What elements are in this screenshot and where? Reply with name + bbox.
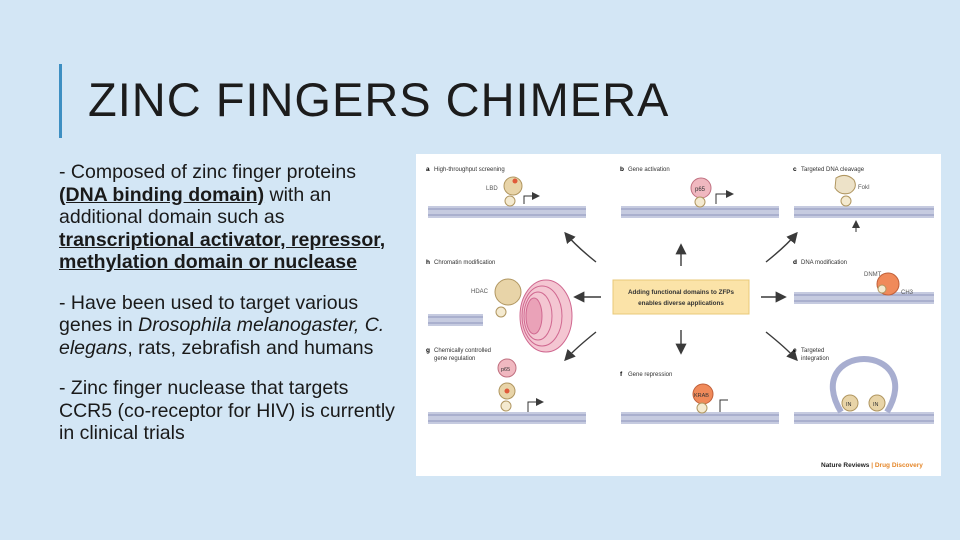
nucleosome: [519, 279, 573, 353]
figure-svg: a High-throughput screening LBD b Gene a…: [426, 166, 934, 469]
panel-h-letter: h: [426, 259, 430, 266]
panel-e-label-1: IN: [846, 402, 852, 408]
center-line-2: enables diverse applications: [638, 300, 724, 307]
panel-b-title: Gene activation: [628, 167, 670, 173]
panel-h-title: Chromatin modification: [434, 260, 495, 266]
bullet-text: , rats, zebrafish and humans: [127, 336, 374, 359]
figure-credit: Nature Reviews | Drug Discovery: [821, 462, 923, 469]
ligand-dot: [512, 178, 518, 184]
bullet-emphasis: (DNA binding domain): [59, 183, 265, 206]
hdac-domain: [494, 278, 522, 306]
panel-d-label: DNMT: [864, 272, 882, 278]
transcription-arrow-b: [715, 190, 734, 204]
transcription-arrow-a: [523, 192, 540, 204]
arrow-to-c: [765, 231, 798, 263]
dna-strand-a: [428, 206, 586, 218]
panel-d-title: DNA modification: [801, 260, 847, 266]
panel-b-letter: b: [620, 166, 624, 173]
panel-h-label: HDAC: [471, 289, 489, 295]
panel-g-title-1: Chemically controlled: [434, 348, 491, 354]
panel-f-letter: f: [620, 371, 623, 378]
bullet-list: - Composed of zinc finger proteins (DNA …: [59, 161, 404, 463]
species-name: C. elegans: [59, 314, 385, 359]
center-box: [612, 279, 750, 315]
panel-c-title: Targeted DNA cleavage: [801, 167, 865, 173]
panel-g-title-2: gene regulation: [434, 356, 475, 362]
species-name: Drosophila melanogaster,: [138, 314, 360, 336]
bullet-text: - Zinc finger nuclease that targets CCR5…: [59, 377, 395, 444]
zinc-finger-g: [500, 400, 512, 412]
panel-e-title-1: Targeted: [801, 348, 824, 354]
bullet-text: - Have been used to target various genes…: [59, 291, 359, 337]
arrow-to-g: [564, 331, 597, 362]
bullet-emphasis: transcriptional activator, repressor, me…: [59, 228, 386, 274]
panel-g-letter: g: [426, 347, 430, 354]
arrow-to-e: [765, 331, 798, 362]
dna-strand-d: [794, 292, 934, 304]
slide-title: ZINC FINGERS CHIMERA: [88, 73, 670, 126]
dna-strand-b: [621, 206, 779, 218]
panel-a-title: High-throughput screening: [434, 167, 505, 173]
blocked-transcription-f: [719, 399, 728, 412]
dna-strand-h: [428, 314, 483, 326]
bullet-text: with an additional domain such as: [59, 183, 332, 229]
bullet-clinical: - Zinc finger nuclease that targets CCR5…: [59, 377, 404, 445]
panel-a-label: LBD: [486, 186, 498, 192]
panel-e-title-2: integration: [801, 356, 829, 362]
foki-nuclease: [834, 174, 856, 195]
integration-loop: [829, 355, 899, 414]
panel-f-label: KRAB: [694, 393, 709, 399]
zinc-finger-b: [694, 196, 706, 208]
panel-b-label: p65: [695, 187, 706, 193]
dna-strand-f: [621, 412, 779, 424]
zinc-finger-f: [696, 402, 708, 414]
panel-f-title: Gene repression: [628, 372, 672, 378]
zinc-finger-a: [504, 195, 516, 207]
zinc-finger-h: [495, 306, 507, 318]
ligand-dot-g: [504, 388, 510, 394]
dna-strand-c: [794, 206, 934, 218]
panel-d-letter: d: [793, 259, 797, 266]
integrase-right: [868, 394, 886, 412]
panel-c-letter: c: [793, 166, 797, 173]
p65-activator-g: [497, 358, 517, 378]
zinc-finger-c: [840, 195, 852, 207]
dna-strand-e: [794, 412, 934, 424]
panel-a-letter: a: [426, 166, 430, 173]
bullet-targets: - Have been used to target various genes…: [59, 292, 404, 360]
arrow-to-a: [564, 231, 597, 263]
bullet-composition: - Composed of zinc finger proteins (DNA …: [59, 161, 404, 274]
panel-g-label: p65: [501, 367, 510, 373]
zfp-applications-figure: a High-throughput screening LBD b Gene a…: [416, 154, 941, 476]
panel-e-letter: e: [793, 347, 797, 354]
methyl-group-label: CH3: [901, 290, 914, 296]
bullet-text: - Composed of zinc finger proteins: [59, 161, 356, 183]
ligand-binding-domain: [503, 176, 523, 196]
title-accent-bar: [59, 64, 62, 138]
panel-c-label: FokI: [858, 185, 870, 191]
dna-strand-g: [428, 412, 586, 424]
transcription-arrow-g: [527, 398, 544, 412]
center-line-1: Adding functional domains to ZFPs: [628, 289, 734, 296]
panel-e-label-2: IN: [873, 402, 879, 408]
zinc-finger-d: [877, 284, 887, 294]
integrase-left: [841, 394, 859, 412]
